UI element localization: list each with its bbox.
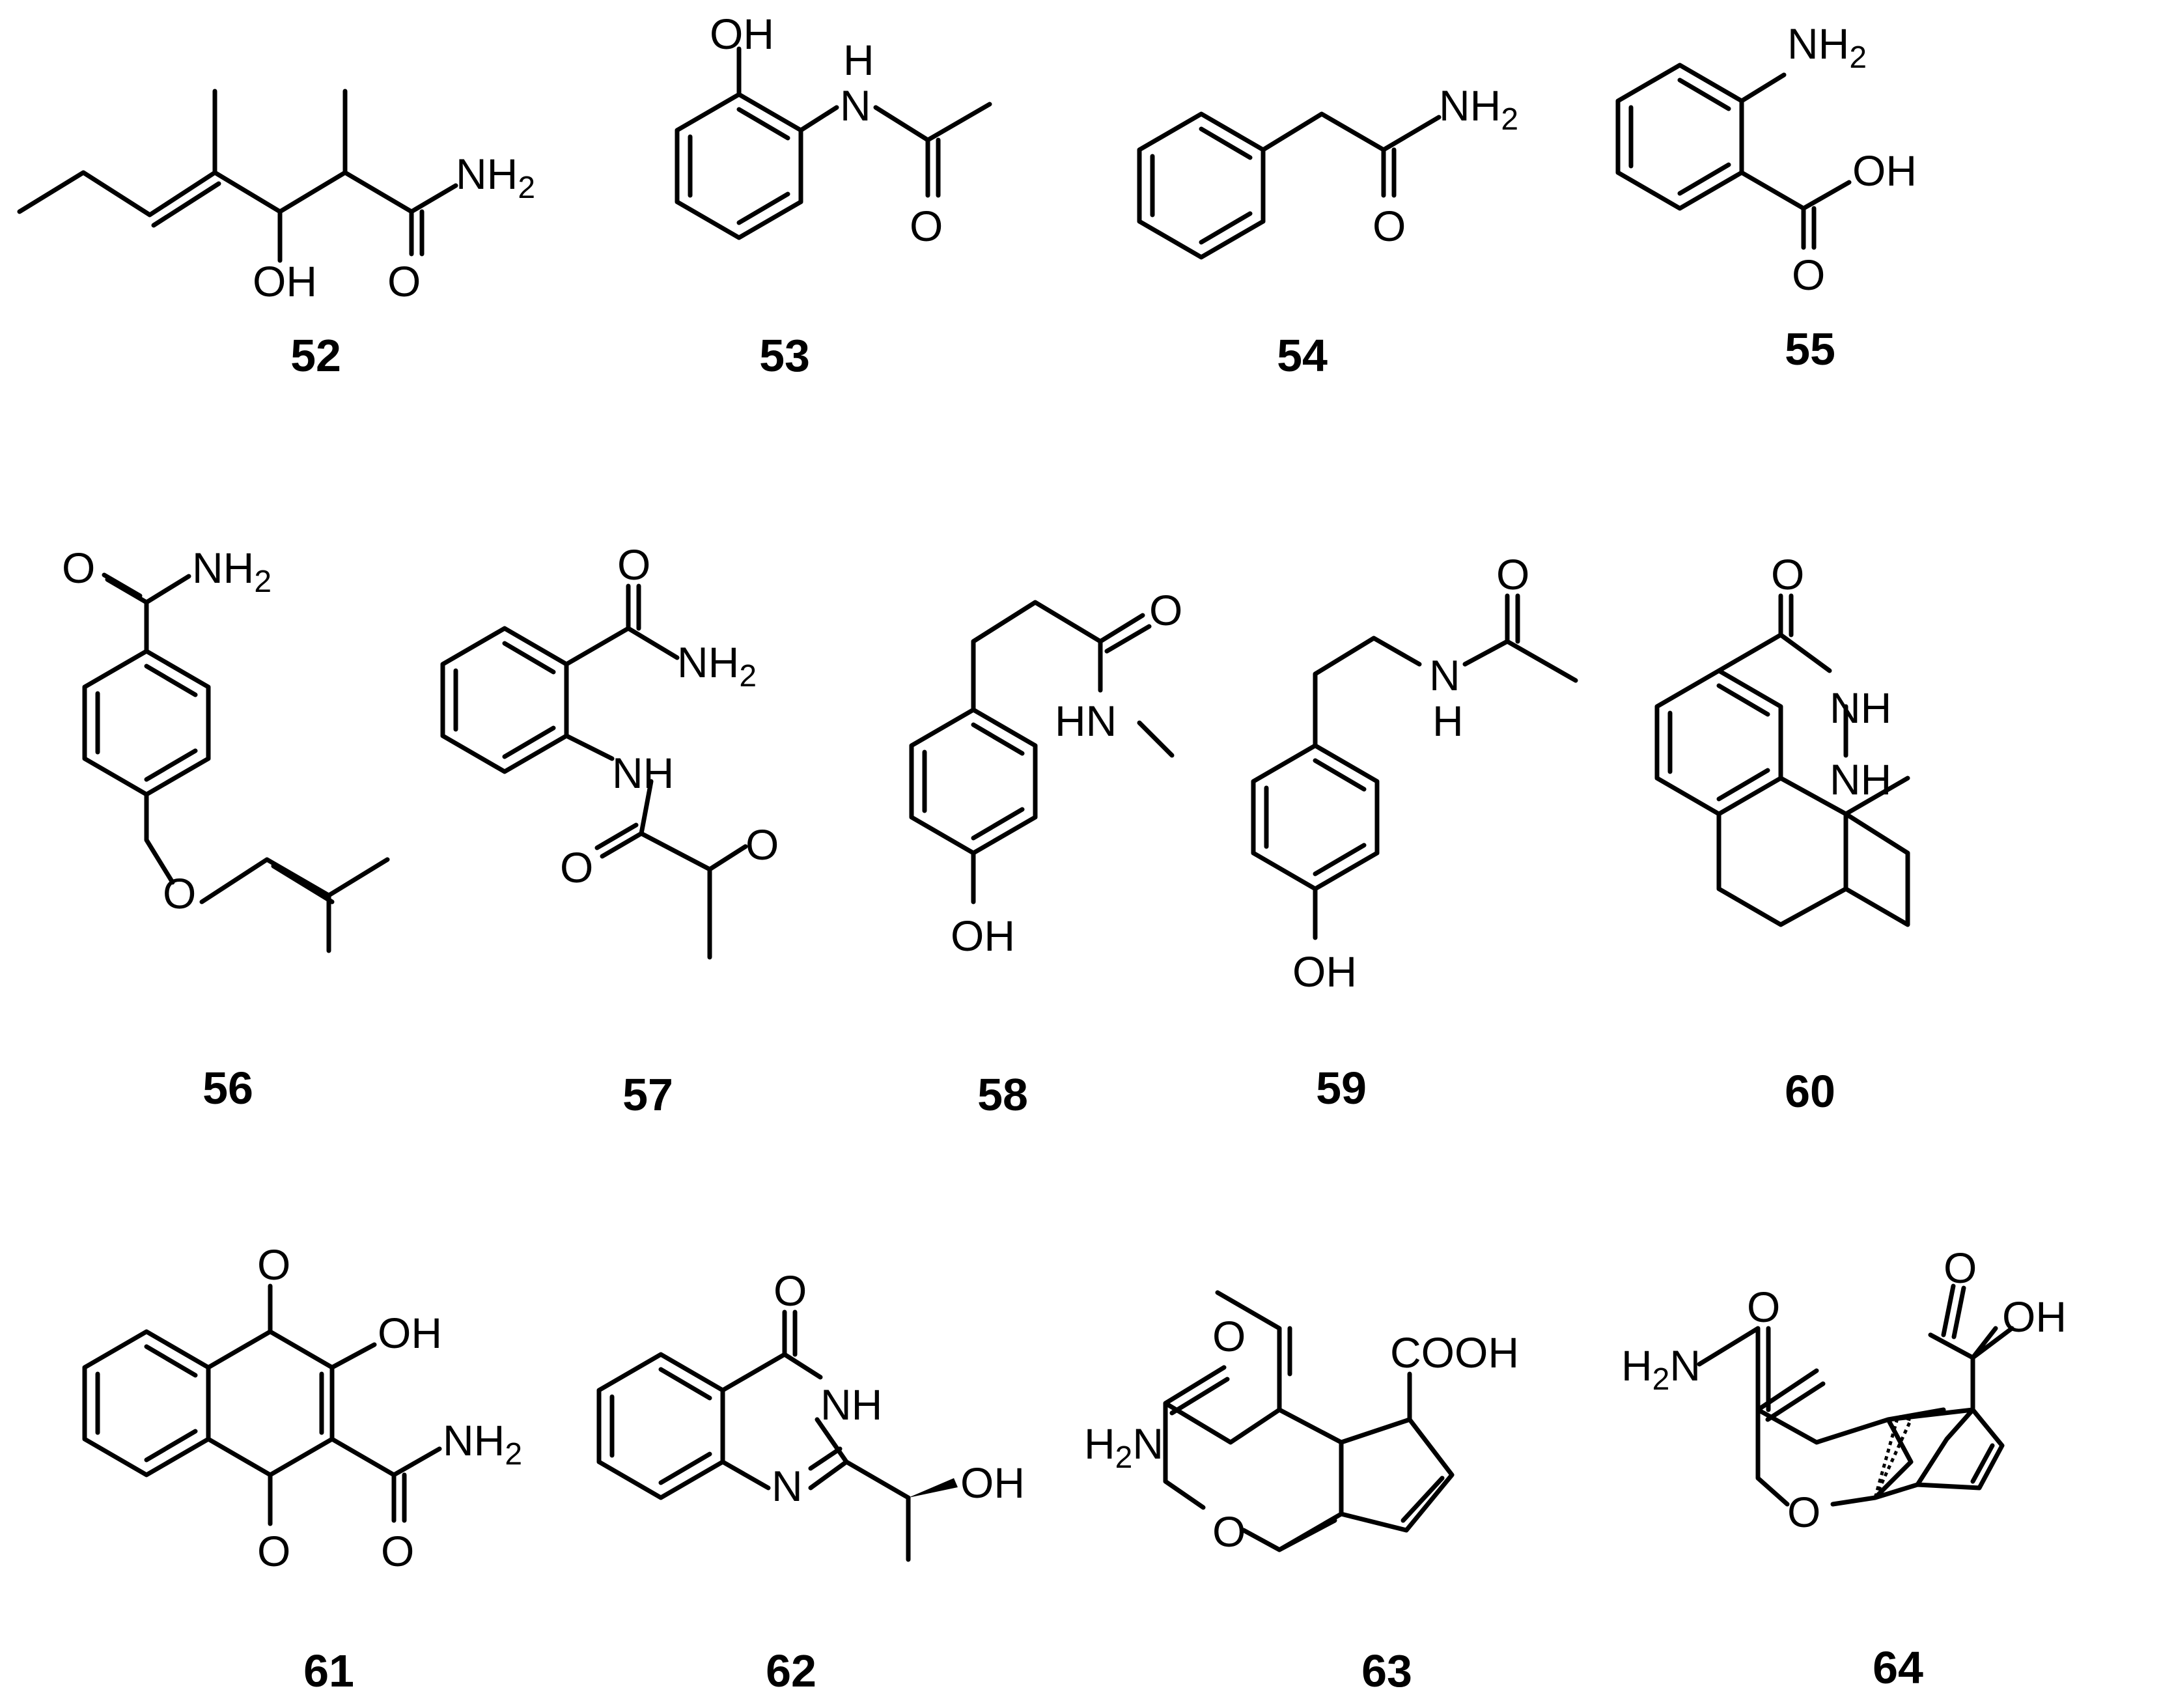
compound-label: 56	[202, 1063, 253, 1113]
bonds	[675, 46, 992, 240]
atom-nh2: NH2	[677, 638, 757, 693]
atom-nh2: NH	[1830, 755, 1891, 804]
compound-55: NH2 OH O 55	[1615, 20, 1917, 374]
bonds	[1137, 111, 1442, 260]
atom-o: O	[1149, 586, 1182, 634]
atom-cooh: COOH	[1390, 1328, 1519, 1377]
compound-label: 53	[759, 330, 810, 381]
compound-56: O NH2 O 56	[62, 544, 390, 1113]
atom-n: N	[840, 81, 871, 130]
atom-o1: O	[617, 540, 650, 589]
hash-bond	[1873, 1414, 1914, 1499]
atom-o1: O	[1747, 1283, 1780, 1331]
compound-52: OH O NH2 52	[17, 89, 535, 381]
atom-o3: O	[746, 820, 779, 869]
bonds	[1251, 593, 1578, 891]
bonds	[82, 572, 390, 953]
bonds	[596, 1309, 911, 1562]
atom-h2n: H2N	[1621, 1341, 1701, 1397]
compound-62: O NH N OH 62	[596, 1267, 1025, 1696]
compound-58: O HN OH 58	[909, 586, 1182, 1120]
atom-o3: O	[1787, 1488, 1820, 1536]
bonds	[1615, 63, 1852, 250]
bonds	[1654, 593, 1910, 927]
atom-h: H	[843, 36, 874, 84]
bond-carbonyl-2	[1951, 1285, 1966, 1339]
compound-label: 62	[766, 1645, 816, 1696]
compound-label: 55	[1785, 324, 1835, 374]
atom-oh: OH	[951, 912, 1015, 960]
atom-hn: HN	[1055, 697, 1117, 745]
atom-oh: OH	[710, 10, 774, 58]
atom-o1: O	[257, 1240, 290, 1289]
atom-oh: OH	[253, 257, 317, 305]
atom-nh2: NH2	[1439, 81, 1518, 137]
atom-o2: O	[1944, 1244, 1977, 1292]
bond-carbonyl	[1941, 1283, 1956, 1337]
atom-o: O	[1373, 202, 1406, 250]
atom-nh2: NH2	[443, 1416, 522, 1472]
compound-54: NH2 O 54	[1137, 81, 1518, 381]
atom-nh: NH	[612, 749, 674, 797]
atom-h: H	[1432, 697, 1464, 745]
compound-label: 64	[1873, 1642, 1923, 1693]
compound-59: O N H OH 59	[1251, 550, 1578, 1113]
compound-label: 63	[1361, 1645, 1412, 1696]
compound-label: 54	[1277, 330, 1328, 381]
atom-o2: O	[1212, 1507, 1246, 1556]
atom-o2: O	[257, 1527, 290, 1575]
atom-n: N	[1429, 651, 1460, 699]
compound-53: OH H N O 53	[675, 10, 992, 381]
compound-63: O COOH H2N O 63	[1084, 1290, 1519, 1696]
compound-label: 61	[303, 1645, 354, 1696]
compound-label: 60	[1785, 1066, 1835, 1117]
atom-o3: O	[381, 1527, 414, 1575]
atom-oh: OH	[960, 1459, 1025, 1507]
atom-o: O	[387, 257, 421, 305]
atom-nh2: NH2	[192, 544, 272, 599]
atom-o: O	[773, 1267, 807, 1315]
bonds	[17, 89, 458, 263]
bonds	[1163, 1290, 1455, 1552]
atom-o: O	[910, 202, 943, 250]
compound-label: 58	[977, 1069, 1028, 1120]
compound-64: O O OH H2N O 64	[1621, 1244, 2067, 1693]
compound-label: 59	[1316, 1063, 1367, 1113]
atom-o1: O	[1212, 1312, 1246, 1360]
compound-61: O OH NH2 O O 61	[82, 1240, 522, 1696]
atom-nh2: NH2	[1787, 20, 1867, 75]
atom-o: O	[1771, 550, 1804, 598]
atom-oh: OH	[378, 1309, 442, 1357]
atom-h2n: H2N	[1084, 1420, 1164, 1475]
compound-label: 52	[290, 330, 341, 381]
compound-60: O NH NH 60	[1654, 550, 1910, 1117]
atom-oh: OH	[1852, 147, 1917, 195]
atom-oh: OH	[1292, 947, 1357, 996]
atom-o: O	[1496, 550, 1529, 598]
bonds	[82, 1283, 442, 1526]
atom-oh: OH	[2002, 1293, 2067, 1341]
atom-nh1: NH	[1830, 684, 1891, 732]
atom-nh2: NH2	[456, 150, 535, 205]
bonds	[909, 600, 1175, 856]
compound-label: 57	[622, 1069, 673, 1120]
atom-o: O	[1792, 251, 1825, 299]
atom-o1: O	[62, 544, 95, 592]
wedge-bond	[908, 1478, 958, 1498]
compound-57: O NH2 NH O O 57	[440, 540, 779, 1120]
atom-o2: O	[163, 869, 196, 917]
atom-n: N	[772, 1462, 803, 1510]
atom-o2: O	[560, 843, 593, 891]
atom-nh: NH	[820, 1380, 882, 1429]
bonds	[1697, 1326, 2014, 1507]
bonds	[440, 583, 748, 960]
